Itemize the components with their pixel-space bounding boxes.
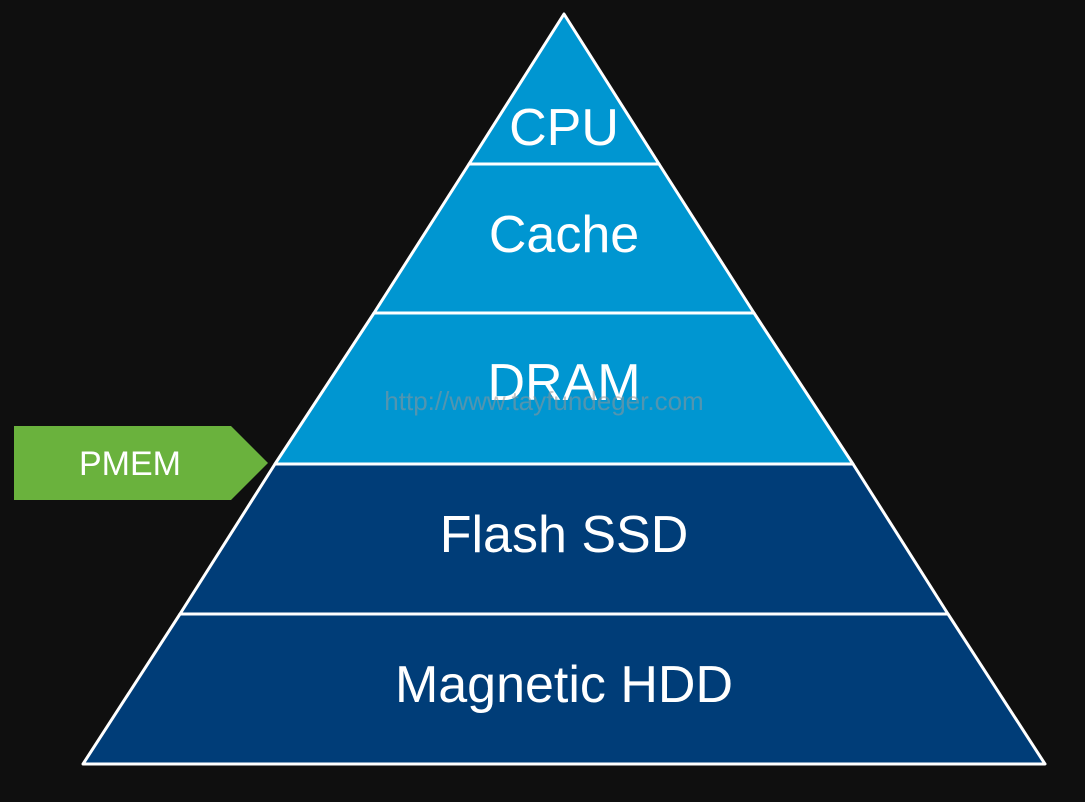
watermark-text: http://www.tayfundeger.com: [384, 386, 703, 416]
tier-cache-label: Cache: [489, 206, 639, 264]
pmem-label: PMEM: [79, 445, 181, 483]
tier-cpu-label: CPU: [509, 99, 619, 157]
tier-magnetic-hdd-label: Magnetic HDD: [395, 656, 733, 714]
tier-magnetic-hdd: [81, 612, 1047, 766]
tier-dram-label: DRAM: [487, 354, 640, 412]
pmem-arrow-icon: [14, 426, 268, 500]
tier-flash-ssd-label: Flash SSD: [440, 506, 689, 564]
